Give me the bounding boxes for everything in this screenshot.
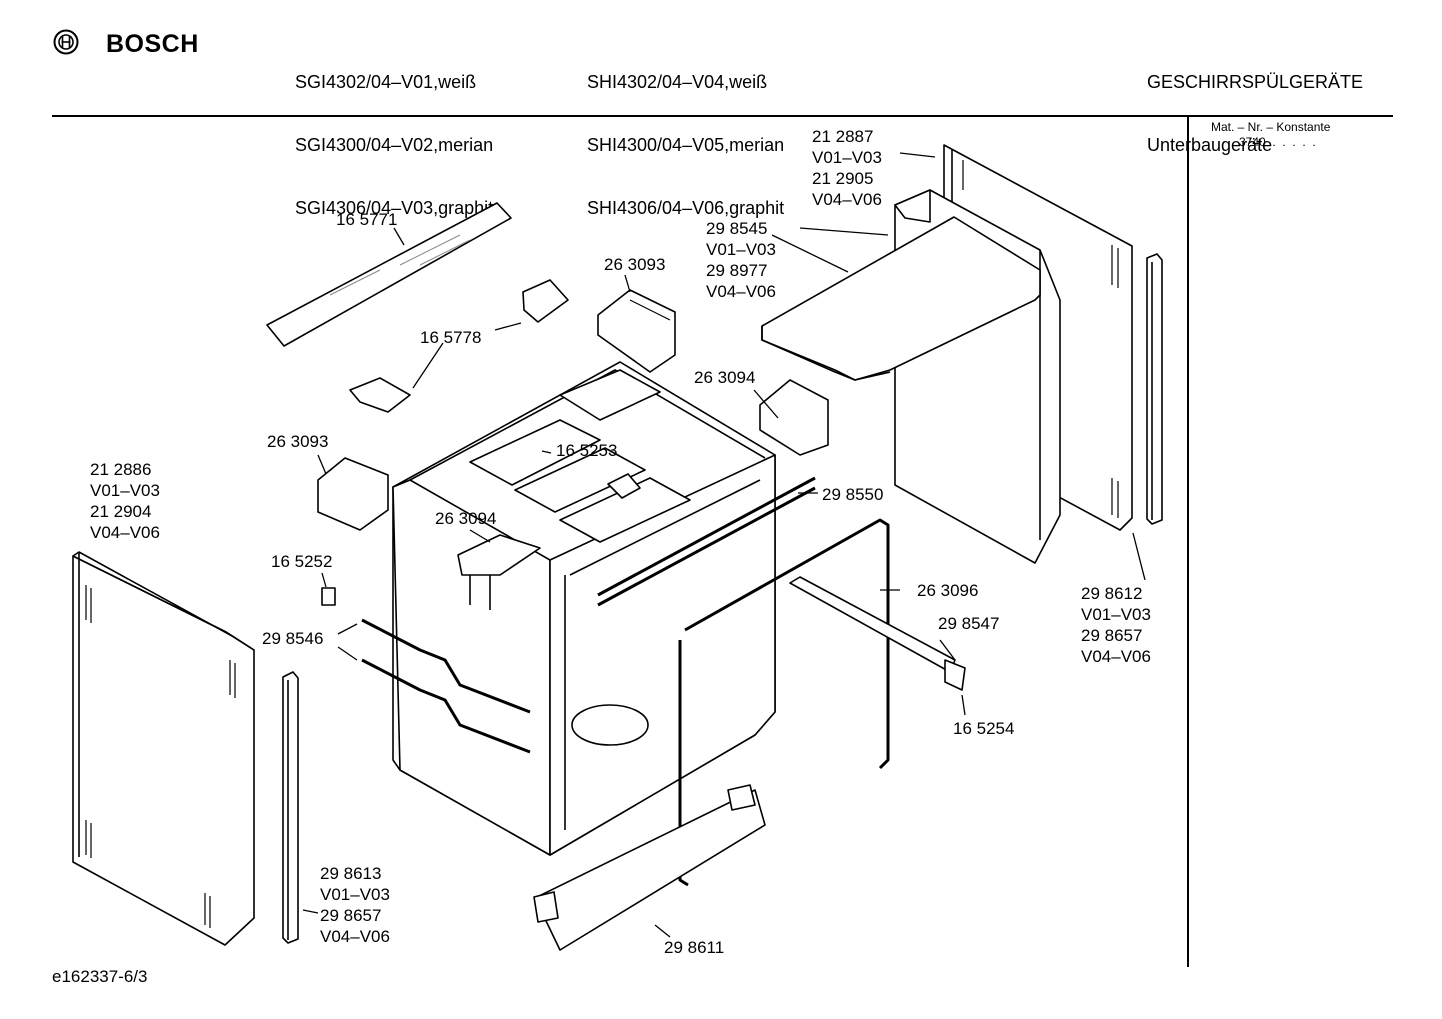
left-trim-strip bbox=[282, 671, 299, 944]
mounting-bracket-top bbox=[522, 279, 569, 323]
category-subtitle: Unterbaugeräte bbox=[1147, 135, 1273, 155]
sidebar-divider bbox=[1187, 117, 1189, 967]
front-rail bbox=[597, 476, 816, 607]
part-number: 21 2904 bbox=[90, 502, 152, 521]
part-label-263096: 26 3096 bbox=[917, 581, 979, 600]
category-block: GESCHIRRSPÜLGERÄTE Unterbaugeräte bbox=[1147, 30, 1363, 177]
part-label-263094-mid: 26 3094 bbox=[435, 509, 497, 528]
part-label-165254: 16 5254 bbox=[953, 719, 1015, 738]
material-constant: Mat. – Nr. – Konstante 3740 . . . . . bbox=[1211, 120, 1330, 150]
part-label-298613: 29 8613 V01–V03 29 8657 V04–V06 bbox=[320, 863, 390, 947]
hinge-cover-top bbox=[597, 289, 676, 373]
tub-body bbox=[392, 361, 776, 856]
part-label-165253: 16 5253 bbox=[556, 441, 618, 460]
part-label-298611: 29 8611 bbox=[664, 938, 725, 957]
variant-range: V04–V06 bbox=[812, 190, 882, 209]
part-label-298546: 29 8546 bbox=[262, 629, 324, 648]
part-number: 29 8612 bbox=[1081, 584, 1143, 603]
part-label-263094-right: 26 3094 bbox=[694, 368, 756, 387]
model-line: SHI4300/04–V05,merian bbox=[587, 135, 785, 155]
header-rule bbox=[52, 115, 1393, 117]
model-line: SHI4306/04–V06,graphit bbox=[587, 198, 785, 218]
variant-range: V01–V03 bbox=[320, 885, 390, 904]
clip-165253 bbox=[607, 473, 641, 499]
mat-label: Mat. – Nr. – Konstante bbox=[1211, 120, 1331, 134]
base-trim bbox=[533, 784, 766, 951]
part-label-298612: 29 8612 V01–V03 29 8657 V04–V06 bbox=[1081, 583, 1151, 667]
part-number: 21 2887 bbox=[812, 127, 874, 146]
model-line: SHI4302/04–V04,weiß bbox=[587, 72, 768, 92]
brand-name: BOSCH bbox=[106, 30, 199, 58]
hinge-cover-right bbox=[759, 379, 829, 456]
part-number: 29 8613 bbox=[320, 864, 382, 883]
variant-range: V04–V06 bbox=[320, 927, 390, 946]
leader-lines bbox=[302, 152, 1146, 938]
part-number: 29 8657 bbox=[1081, 626, 1143, 645]
part-number: 29 8545 bbox=[706, 219, 768, 238]
variant-range: V04–V06 bbox=[1081, 647, 1151, 666]
part-number: 21 2905 bbox=[812, 169, 874, 188]
part-label-212886: 21 2886 V01–V03 21 2904 V04–V06 bbox=[90, 459, 160, 543]
document-id: e162337-6/3 bbox=[52, 967, 148, 986]
models-column-2: SHI4302/04–V04,weiß SHI4300/04–V05,meria… bbox=[587, 30, 784, 240]
part-label-298550: 29 8550 bbox=[822, 485, 884, 504]
category-title: GESCHIRRSPÜLGERÄTE bbox=[1147, 72, 1364, 92]
part-label-263093-top: 26 3093 bbox=[604, 255, 666, 274]
models-column-1: SGI4302/04–V01,weiß SGI4300/04–V02,meria… bbox=[295, 30, 493, 240]
part-label-298545: 29 8545 V01–V03 29 8977 V04–V06 bbox=[706, 218, 776, 302]
variant-range: V01–V03 bbox=[1081, 605, 1151, 624]
part-label-212887: 21 2887 V01–V03 21 2905 V04–V06 bbox=[812, 126, 882, 210]
side-rails bbox=[361, 618, 531, 754]
part-label-165252: 16 5252 bbox=[271, 552, 333, 571]
clip-165252 bbox=[321, 587, 336, 606]
lower-rail-bar bbox=[789, 576, 966, 691]
variant-range: V04–V06 bbox=[706, 282, 776, 301]
model-line: SGI4306/04–V03,graphit bbox=[295, 198, 494, 218]
top-cover-plate bbox=[761, 216, 1041, 381]
part-number: 21 2886 bbox=[90, 460, 152, 479]
bosch-logo-icon bbox=[53, 29, 79, 55]
part-number: 29 8977 bbox=[706, 261, 768, 280]
variant-range: V01–V03 bbox=[90, 481, 160, 500]
variant-range: V04–V06 bbox=[90, 523, 160, 542]
variant-range: V01–V03 bbox=[812, 148, 882, 167]
model-line: SGI4300/04–V02,merian bbox=[295, 135, 494, 155]
insulation-mat bbox=[266, 202, 512, 347]
left-side-panel bbox=[72, 551, 255, 946]
part-label-165771: 16 5771 bbox=[336, 210, 398, 229]
mat-value: 3740 . . . . . bbox=[1239, 135, 1316, 149]
part-label-263093-left: 26 3093 bbox=[267, 432, 329, 451]
right-trim-strip bbox=[1146, 253, 1163, 525]
part-label-165778: 16 5778 bbox=[420, 328, 482, 347]
variant-range: V01–V03 bbox=[706, 240, 776, 259]
part-label-298547: 29 8547 bbox=[938, 614, 1000, 633]
hinge-cover-left bbox=[317, 457, 389, 531]
bracket-263094-mid bbox=[457, 534, 541, 610]
part-number: 29 8657 bbox=[320, 906, 382, 925]
model-line: SGI4302/04–V01,weiß bbox=[295, 72, 477, 92]
mounting-bracket-left bbox=[349, 377, 411, 413]
door-seal bbox=[678, 518, 890, 887]
